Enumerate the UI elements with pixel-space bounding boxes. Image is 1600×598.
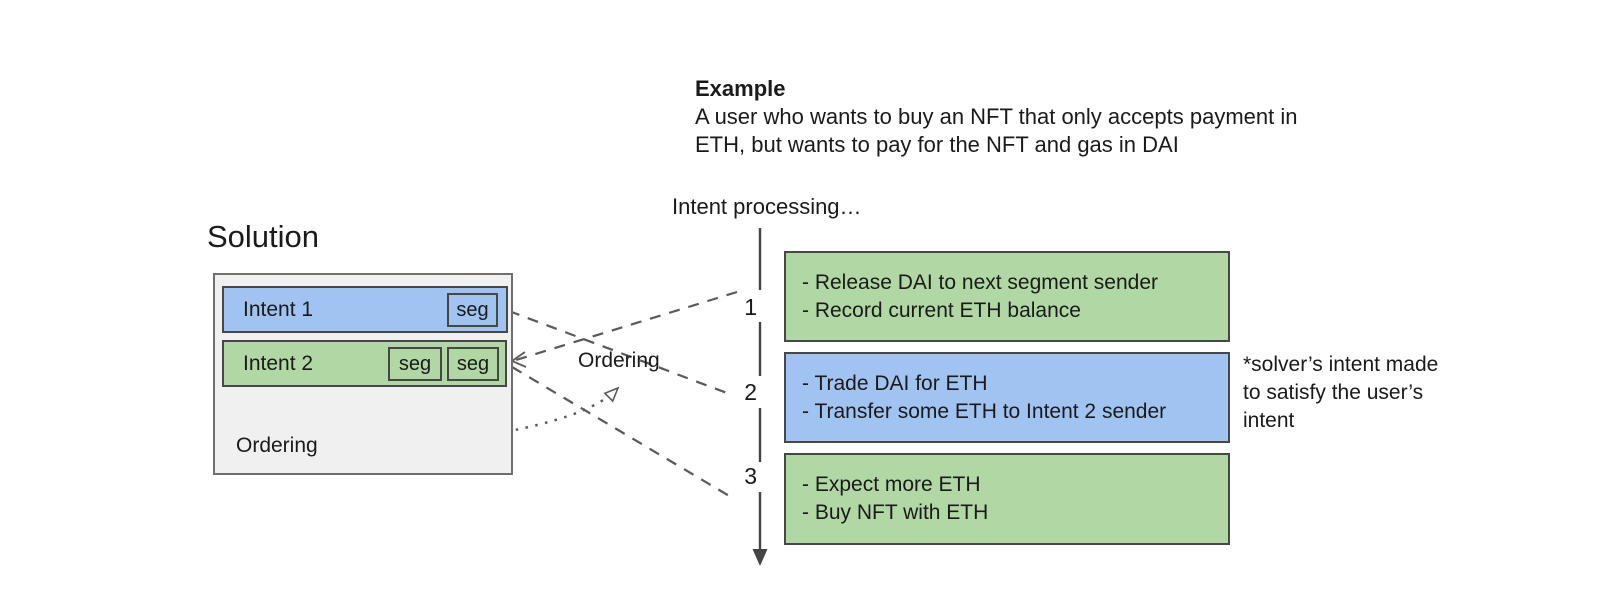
step-box-2: - Trade DAI for ETH - Transfer some ETH … — [784, 352, 1230, 443]
step-2-line-1: - Trade DAI for ETH — [802, 371, 988, 395]
timeline-arrow-icon — [752, 549, 768, 566]
step-2-line-2: - Transfer some ETH to Intent 2 sender — [802, 399, 1167, 423]
connector-intent2-seg-to-step3 — [511, 366, 732, 498]
example-text-line-1: A user who wants to buy an NFT that only… — [695, 104, 1298, 129]
intent-1-label: Intent 1 — [243, 297, 314, 321]
ordering-label-mid: Ordering — [578, 349, 660, 372]
ordering-label-solution: Ordering — [236, 434, 318, 457]
intent-2-seg-box-1: seg — [388, 347, 442, 381]
step-number-2: 2 — [744, 379, 757, 405]
intent-1-bar: Intent 1 seg — [222, 286, 508, 333]
intent-2-seg-box-2: seg — [447, 347, 499, 381]
example-heading: Example — [695, 76, 786, 101]
step-number-1: 1 — [744, 294, 757, 320]
intent-1-seg-box: seg — [447, 293, 498, 327]
step-box-3: - Expect more ETH - Buy NFT with ETH — [784, 453, 1230, 545]
example-block: Example A user who wants to buy an NFT t… — [695, 74, 1297, 159]
intent-2-bar: Intent 2 seg seg — [222, 340, 507, 387]
step-box-1: - Release DAI to next segment sender - R… — [784, 251, 1230, 342]
solution-title: Solution — [207, 219, 320, 254]
annotation-line-1: *solver’s intent made — [1243, 353, 1439, 376]
step-1-line-1: - Release DAI to next segment sender — [802, 270, 1159, 294]
connector-arrowhead-icon — [510, 351, 527, 368]
annotation-line-2: to satisfy the user’s — [1243, 381, 1424, 404]
intent-processing-label: Intent processing… — [672, 194, 862, 219]
step-3-line-1: - Expect more ETH — [802, 473, 981, 496]
annotation-solver-note: *solver’s intent made to satisfy the use… — [1243, 351, 1438, 435]
step-1-line-2: - Record current ETH balance — [802, 298, 1081, 322]
intent-2-label: Intent 2 — [243, 351, 314, 375]
annotation-line-3: intent — [1243, 409, 1295, 432]
ordering-open-arrowhead-icon — [603, 386, 620, 403]
solution-box: Intent 1 seg Intent 2 seg seg Ordering — [213, 273, 513, 475]
example-text-line-2: ETH, but wants to pay for the NFT and ga… — [695, 132, 1179, 157]
step-number-3: 3 — [744, 463, 757, 489]
step-3-line-2: - Buy NFT with ETH — [802, 501, 989, 524]
